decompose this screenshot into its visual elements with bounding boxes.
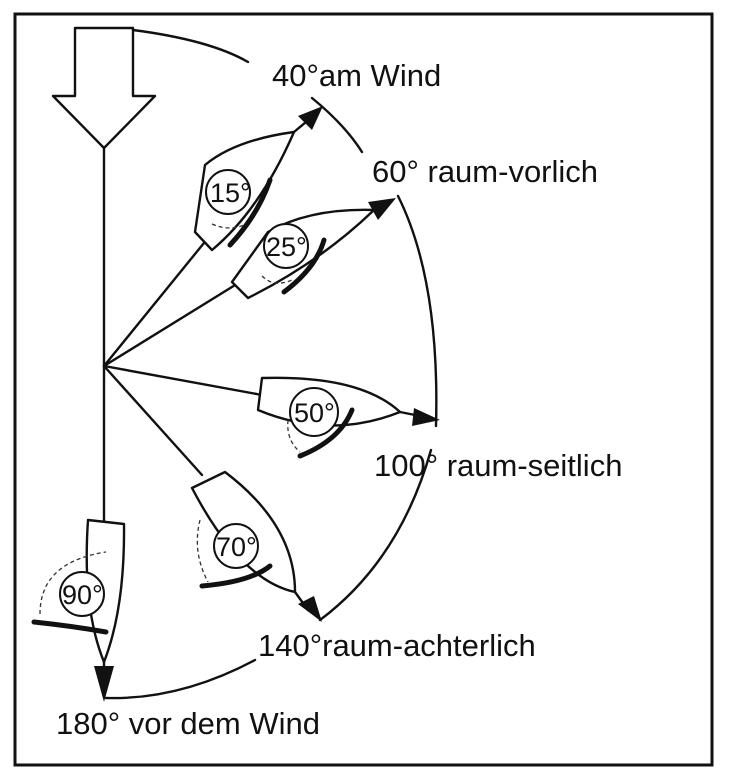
arrowhead-100	[412, 408, 440, 426]
sail-trim-guide	[196, 519, 209, 583]
course-label-180: 180° vor dem Wind	[56, 706, 320, 741]
sail-70	[199, 563, 273, 589]
boat-60-raum-vorlich: 25°	[230, 198, 396, 300]
sail-angle-circle-70	[213, 523, 259, 569]
course-label-40: 40°am Wind	[272, 58, 441, 93]
boat-hull	[85, 518, 126, 664]
sail-angle-circle-15	[205, 169, 251, 215]
sail-25	[281, 237, 327, 295]
course-line-40	[102, 236, 210, 368]
arrowhead-60	[368, 198, 396, 220]
diagram-frame	[13, 12, 714, 767]
sail-trim-guide	[287, 419, 301, 453]
arrowhead-140	[298, 596, 322, 622]
boat-140-raum-achterlich: 70°	[190, 470, 322, 622]
sail-angle-label-70: 70°	[216, 532, 257, 562]
wind-arrow	[51, 26, 157, 150]
course-line-60	[102, 280, 242, 368]
sail-15	[227, 177, 273, 248]
course-label-100: 100° raum-seitlich	[374, 448, 622, 483]
sail-50	[297, 407, 355, 459]
course-line-100	[102, 364, 264, 397]
boat-100-raum-seitlich: 50°	[256, 376, 440, 459]
arrowhead-180	[94, 666, 114, 702]
arrowhead-40	[298, 106, 323, 130]
sail-angle-circle-50	[289, 387, 339, 437]
boat-40-am-wind: 15°	[193, 106, 323, 252]
sail-trim-guide	[39, 551, 107, 615]
course-line-140	[102, 364, 204, 477]
sail-trim-guide	[261, 275, 293, 284]
course-arc	[104, 28, 438, 700]
sail-angle-label-90: 90°	[62, 580, 103, 610]
sail-angle-circle-25	[263, 223, 309, 269]
sail-angle-label-15: 15°	[210, 178, 251, 208]
sail-angle-label-25: 25°	[266, 232, 307, 262]
sail-angle-label-50: 50°	[294, 398, 335, 428]
sail-angle-circle-90	[59, 571, 105, 617]
sail-90	[31, 619, 109, 635]
course-label-60: 60° raum-vorlich	[372, 154, 598, 189]
sail-trim-guide	[211, 223, 247, 229]
boat-180-vor-dem-wind: 90°	[31, 518, 126, 702]
course-label-140: 140°raum-achterlich	[258, 628, 536, 663]
course-lines	[102, 236, 264, 477]
